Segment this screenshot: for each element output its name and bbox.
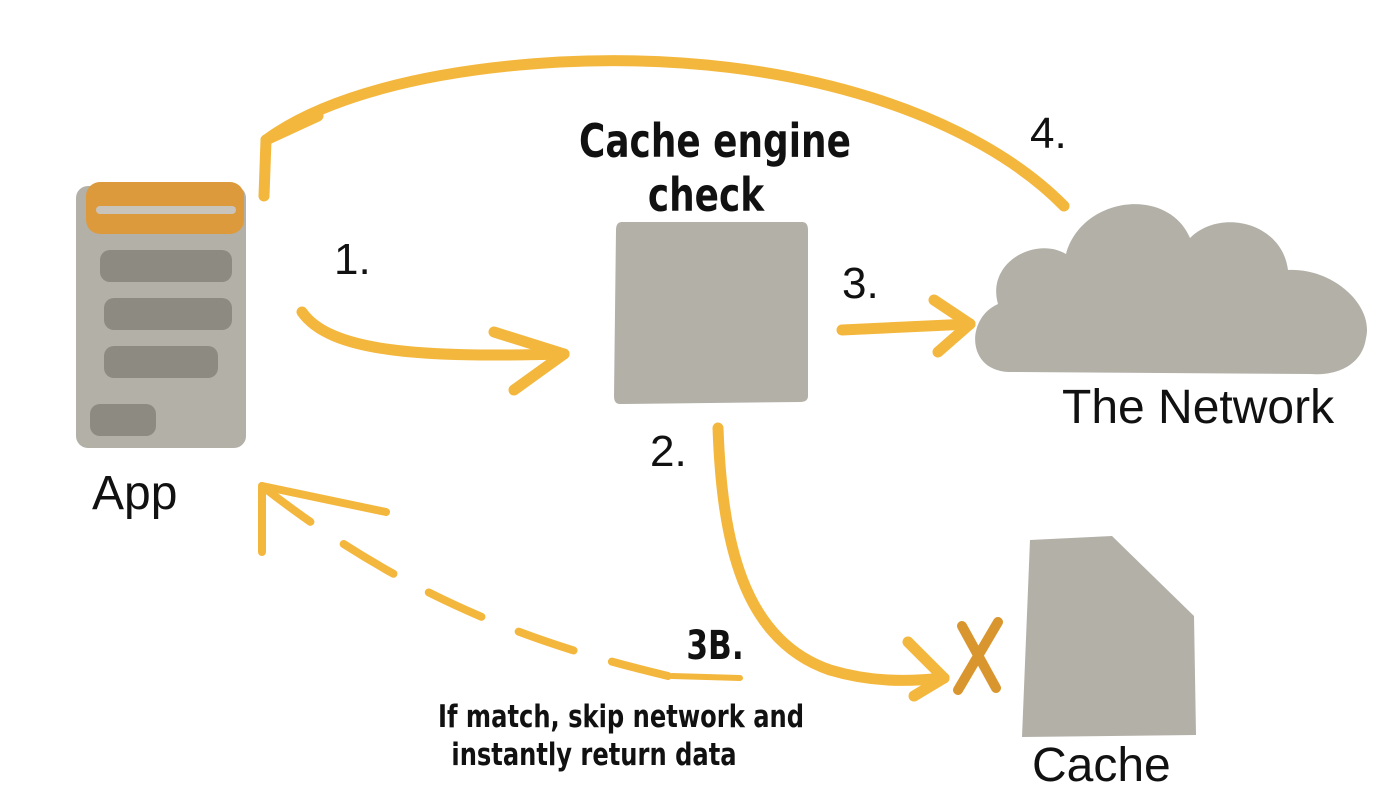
cache-engine-title-line1: Cache engine (579, 114, 851, 168)
arrow-engine-to-cache (712, 422, 950, 702)
arrow-cache-to-app-dashed (258, 482, 672, 680)
app-icon (76, 182, 246, 448)
arrow-engine-to-network (836, 294, 976, 358)
app-label: App (92, 467, 178, 520)
arrow-network-to-app (258, 55, 1070, 212)
cache-engine-box-icon (614, 222, 808, 404)
network-label: The Network (1062, 381, 1335, 434)
arrow-app-to-engine (296, 306, 570, 396)
step-2-label: 2. (650, 427, 687, 476)
step-3b-underline (669, 673, 743, 681)
note-line1: If match, skip network and (438, 699, 805, 735)
network-cloud-icon (975, 204, 1368, 375)
cache-label: Cache (1032, 739, 1171, 792)
step-3b-label: 3B. (686, 623, 744, 669)
step-3-label: 3. (842, 259, 879, 308)
cache-engine-title-line2: check (647, 168, 765, 222)
step-4-label: 4. (1030, 109, 1067, 158)
note-line2: instantly return data (451, 737, 737, 773)
miss-x-mark-icon (953, 617, 1003, 695)
step-1-label: 1. (334, 235, 371, 284)
cache-document-icon (1022, 536, 1196, 737)
